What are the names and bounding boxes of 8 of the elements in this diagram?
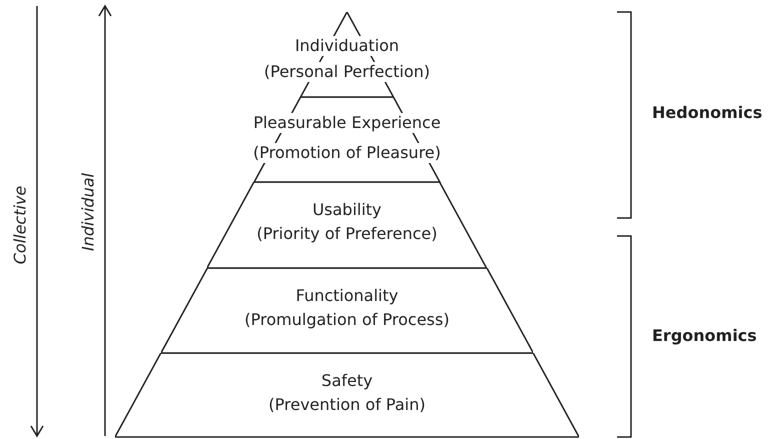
level-subtitle: (Promulgation of Process) — [242, 310, 452, 330]
axis-label: Individual — [78, 173, 98, 251]
category-label: Hedonomics — [652, 103, 762, 122]
category-label: Ergonomics — [652, 326, 757, 345]
level-subtitle: (Personal Perfection) — [262, 62, 432, 82]
axis-label: Collective — [10, 186, 30, 264]
level-subtitle: (Prevention of Pain) — [266, 395, 428, 415]
level-title: Safety — [319, 371, 375, 391]
